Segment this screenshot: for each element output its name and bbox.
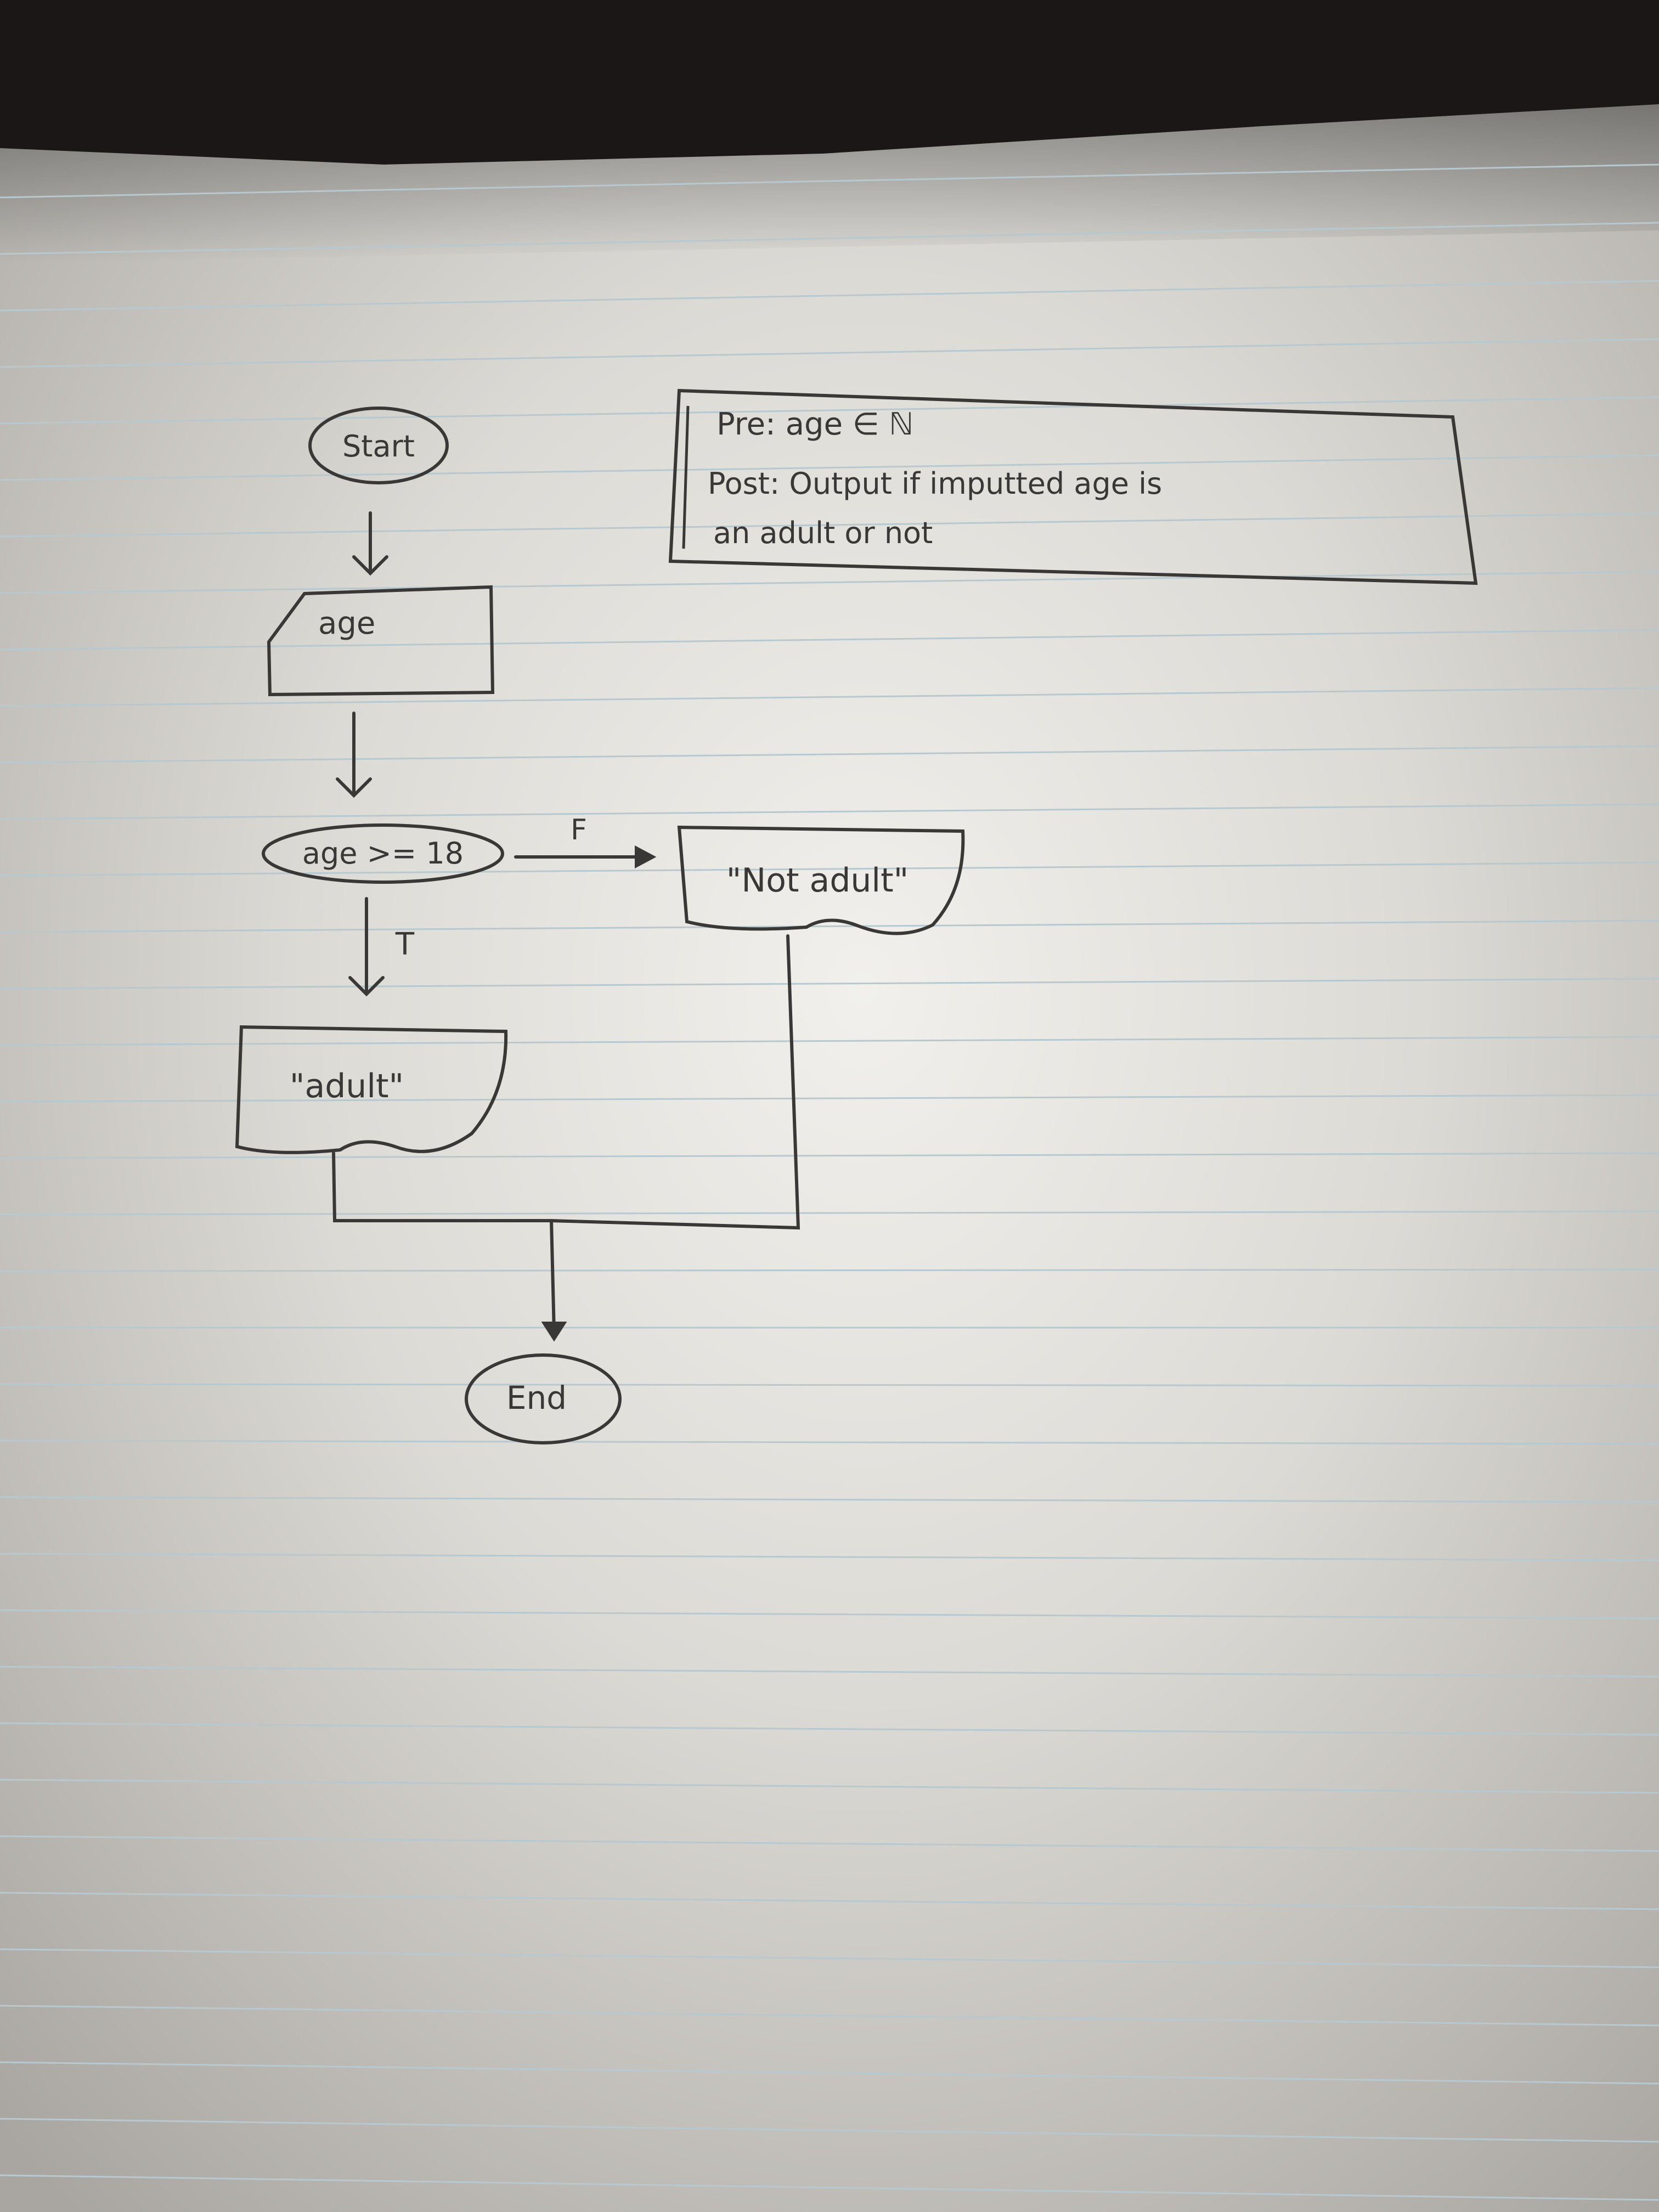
rule-line (0, 338, 1659, 368)
connector-true-to-merge (332, 1152, 553, 1222)
paper-sheet (0, 104, 1659, 2212)
decision-label: age >= 18 (302, 836, 464, 871)
rule-line (0, 1268, 1659, 1272)
rule-line (0, 861, 1659, 877)
note-box-border (668, 388, 1478, 585)
rule-line (0, 1892, 1659, 1910)
rule-line (0, 2005, 1659, 2027)
rule-line (0, 163, 1659, 199)
false-output-shape (677, 825, 965, 935)
note-post-line2: an adult or not (713, 516, 933, 550)
start-terminal (308, 407, 449, 484)
note-left-rule (682, 405, 690, 549)
rule-line (0, 1722, 1659, 1736)
rule-line (0, 1440, 1659, 1445)
rule-line (0, 1094, 1659, 1103)
rule-line (0, 919, 1659, 933)
arrowhead-down-1 (352, 555, 388, 576)
flowchart: Start age age >= 18 F "Not adult" T "adu… (235, 407, 965, 1444)
rule-line (0, 629, 1659, 651)
rule-line (0, 978, 1659, 990)
rule-line (0, 1948, 1659, 1968)
note-post-line1: Post: Output if imputted age is (708, 466, 1162, 501)
rule-line (0, 1609, 1659, 1620)
note-pre: Pre: age ∈ ℕ (716, 407, 913, 442)
rule-line (0, 1553, 1659, 1561)
decision-shape (262, 823, 504, 884)
ruled-lines (0, 163, 1659, 2201)
rule-line (0, 2174, 1659, 2201)
arrowhead-down-3 (348, 976, 385, 997)
true-output-shape (235, 1025, 508, 1154)
connector-false-to-merge (550, 934, 800, 1230)
rule-line (0, 1152, 1659, 1159)
rule-line (0, 454, 1659, 481)
rule-line (0, 745, 1659, 764)
rule-line (0, 1666, 1659, 1678)
rule-line (0, 1835, 1659, 1852)
start-label: Start (342, 429, 415, 464)
rule-line (0, 512, 1659, 538)
rule-line (0, 1210, 1659, 1216)
rule-line (0, 280, 1659, 312)
true-output-label: "adult" (290, 1067, 404, 1105)
rule-line (0, 1383, 1659, 1387)
rule-line (0, 1779, 1659, 1794)
rule-line (0, 571, 1659, 594)
rule-line (0, 2118, 1659, 2143)
input-label: age (318, 606, 375, 641)
rule-line (0, 396, 1659, 425)
arrowhead-down-4 (541, 1322, 567, 1342)
paper-top-shadow (0, 104, 1659, 263)
arrowhead-down-2 (336, 777, 372, 798)
end-terminal (465, 1353, 622, 1444)
condition-note: Pre: age ∈ ℕ Post: Output if imputted ag… (668, 388, 1478, 585)
input-shape (267, 585, 495, 697)
false-output-label: "Not adult" (726, 861, 909, 900)
false-label: F (571, 814, 587, 847)
rule-line (0, 2061, 1659, 2085)
rule-line (0, 1496, 1659, 1503)
rule-line (0, 687, 1659, 707)
end-label: End (506, 1379, 567, 1417)
rule-line (0, 803, 1659, 820)
true-label: T (395, 927, 415, 962)
rule-line (0, 222, 1659, 255)
arrow-merge-to-end (550, 1219, 556, 1334)
arrowhead-right (635, 845, 657, 868)
rule-line (0, 1036, 1659, 1046)
